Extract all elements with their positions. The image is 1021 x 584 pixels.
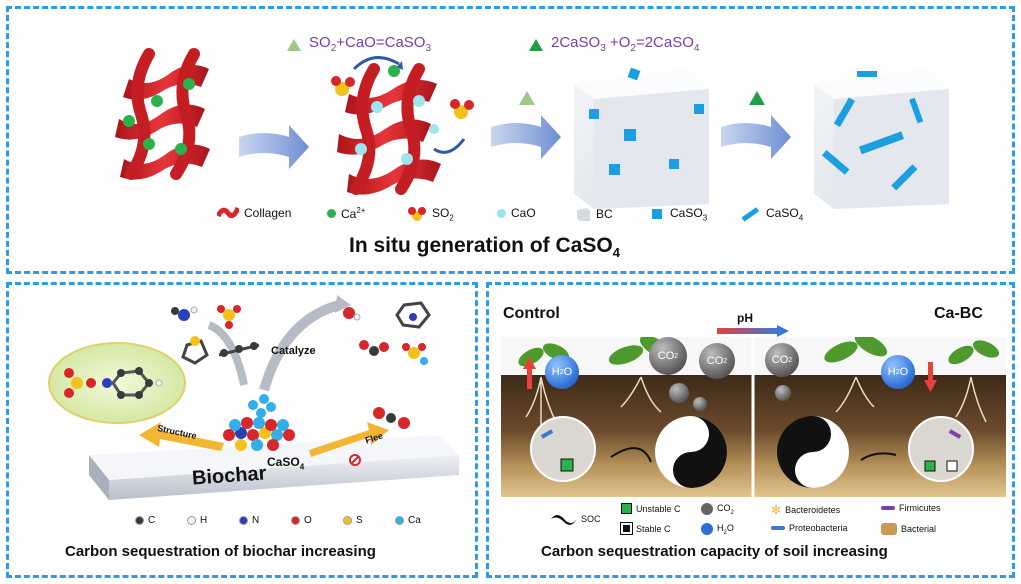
atom-legend-o: O (291, 515, 312, 526)
legend-caso4: CaSO4 (739, 206, 803, 222)
soil-scene (501, 337, 1006, 497)
top-panel-title: In situ generation of CaSO4 (349, 234, 620, 261)
equation-caso3-formation: SO2+CaO=CaSO3 (309, 34, 432, 54)
cao-icon (497, 208, 506, 218)
co2-bubble-small-3 (775, 385, 791, 401)
legend-h2o: H2O (701, 523, 734, 536)
atom-symbol-label: C (148, 515, 156, 526)
adsorption-bubble (48, 342, 186, 424)
firmicutes-icon (881, 506, 895, 510)
legend-collagen: Collagen (217, 206, 291, 220)
bc-cube-caso3 (574, 67, 709, 209)
atom-n-icon (239, 516, 248, 525)
biochar-illustration (48, 295, 459, 500)
co2-bubble-small-1 (669, 383, 689, 403)
legend-firmicutes: Firmicutes (881, 503, 941, 513)
legend-stable-c: Stable C (620, 522, 671, 535)
light-triangle-marker (287, 39, 301, 51)
process-arrow-1 (239, 125, 309, 169)
control-label: Control (503, 305, 560, 322)
ca-bc-label: Ca-BC (934, 305, 983, 322)
soc-yin-yang-left (655, 416, 727, 488)
atom-ca-icon (395, 516, 404, 525)
soc-icon (551, 515, 577, 525)
legend-bacteroidetes: ✻ Bacteroidetes (771, 503, 841, 517)
caso3-crystal-icon (652, 209, 662, 220)
legend-bc: BC (575, 206, 613, 222)
legend-ca-ion: Ca2+ (327, 206, 365, 221)
left-panel-caption: Carbon sequestration of biochar increasi… (65, 543, 376, 560)
collagen-fibers-stage1 (115, 48, 210, 180)
ph-label: pH (737, 311, 753, 325)
floating-molecules (171, 301, 431, 365)
process-arrow-2 (491, 115, 561, 159)
legend-bacterial: Bacterial (881, 523, 936, 535)
caso4-cluster (223, 394, 295, 451)
atom-symbol-label: N (252, 515, 260, 526)
collagen-fibers-stage2 (331, 56, 474, 195)
caso4-crystal-icon (741, 207, 760, 222)
atom-symbol-label: H (200, 515, 208, 526)
bacterial-icon (881, 523, 897, 535)
legend-unstable-c: Unstable C (621, 503, 681, 514)
co2-bubble-small-2 (693, 397, 707, 411)
atom-legend-ca: Ca (395, 515, 421, 526)
legend-co2: CO2 (701, 503, 734, 516)
collagen-icon (217, 206, 239, 219)
legend-proteobacteria: Proteobacteria (771, 523, 848, 533)
ph-gradient-arrow (717, 325, 789, 337)
atom-legend-c: C (135, 515, 155, 526)
equation-caso4-formation: 2CaSO3 +O2=2CaSO4 (551, 34, 700, 54)
bc-cube-caso4 (814, 69, 949, 209)
proteobacteria-icon (771, 526, 785, 530)
co2-icon (701, 503, 713, 516)
soc-yin-yang-right (777, 416, 849, 488)
dark-triangle-marker (529, 39, 543, 51)
h2o-icon (701, 523, 713, 536)
ca-ion-icon (327, 209, 336, 218)
legend-cao: CaO (497, 206, 536, 220)
atom-legend-s: S (343, 515, 363, 526)
atom-legend-h: H (187, 515, 207, 526)
legend-so2: SO2 (407, 206, 454, 222)
adsorbed-molecule (64, 367, 163, 399)
bacteroidetes-icon: ✻ (771, 503, 782, 517)
atom-c-icon (135, 516, 144, 525)
right-panel: Control Ca-BC pH (486, 282, 1015, 578)
bc-cube-icon (577, 208, 590, 221)
atom-symbol-label: O (304, 515, 312, 526)
top-panel: SO2+CaO=CaSO3 2CaSO3 +O2=2CaSO4 (6, 6, 1015, 274)
legend-soc: SOC (581, 514, 601, 524)
bacterial-community-right (908, 416, 974, 482)
top-process-illustration (115, 48, 949, 209)
catalyze-label: Catalyze (271, 345, 316, 357)
right-panel-caption: Carbon sequestration capacity of soil in… (541, 543, 888, 560)
process-arrow-3 (721, 115, 791, 159)
unstable-c-icon (621, 503, 632, 514)
legend-caso3: CaSO3 (649, 206, 707, 222)
atom-s-icon (343, 516, 352, 525)
caso4-label: CaSO4 (267, 455, 305, 472)
atom-symbol-label: S (356, 515, 363, 526)
atom-legend-n: N (239, 515, 259, 526)
atom-symbol-label: Ca (408, 515, 421, 526)
so2-molecule-icon (408, 207, 426, 222)
atom-h-icon (187, 516, 196, 525)
stable-c-icon (620, 522, 633, 535)
atom-o-icon (291, 516, 300, 525)
